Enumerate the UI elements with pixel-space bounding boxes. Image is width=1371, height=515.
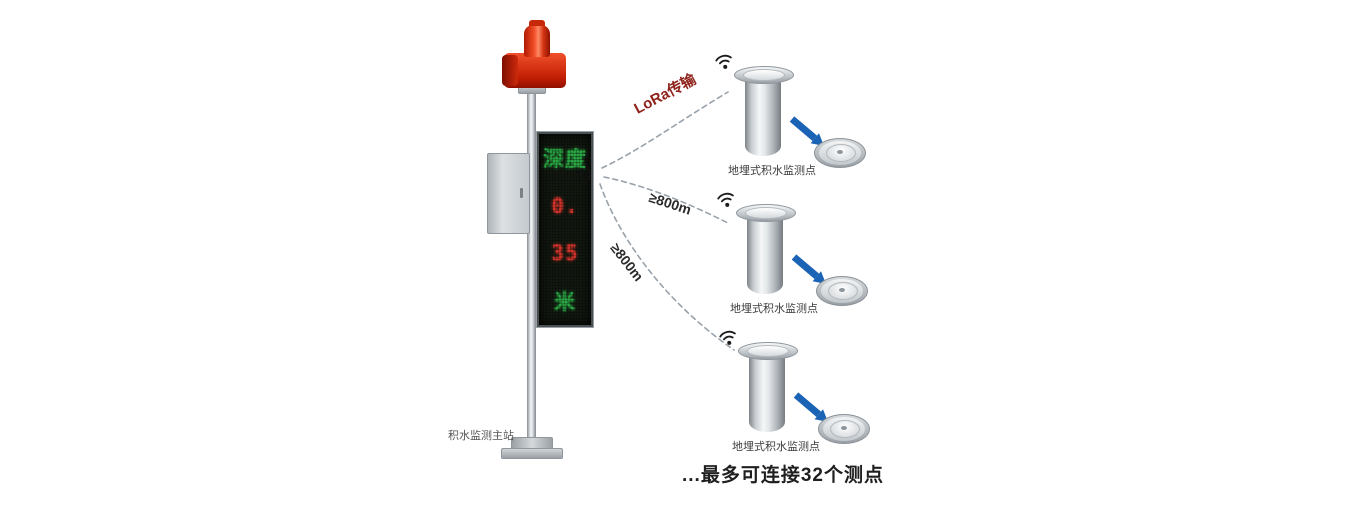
sensor-disc-top-view: [818, 414, 870, 444]
main-station-label: 积水监测主站: [448, 430, 514, 442]
sensor-disc-top-view: [814, 138, 866, 168]
wifi-signal-icon: [710, 50, 737, 73]
led-display-row: 米: [554, 290, 576, 315]
radio-emit-icon: [572, 160, 600, 188]
wifi-signal-icon: [714, 326, 741, 349]
led-display-row: 深度: [543, 146, 587, 171]
led-display: 深度 0. 35 米: [536, 131, 594, 328]
buried-sensor-label: 地埋式积水监测点: [730, 303, 818, 315]
disc-center-dot: [837, 150, 843, 154]
buried-sensor-label: 地埋式积水监测点: [732, 441, 820, 453]
led-display-row: 35: [551, 241, 579, 266]
sensor-flange: [734, 66, 794, 84]
sensor-unit-2: 地埋式积水监测点: [702, 190, 882, 322]
link-label-distance-2: ≥800m: [607, 240, 647, 285]
alarm-beacon-icon: [524, 20, 550, 57]
link-label-distance-1: ≥800m: [647, 189, 694, 218]
sensor-cylinder: [747, 216, 783, 294]
disc-center-dot: [841, 426, 847, 430]
sensor-unit-1: 地埋式积水监测点: [700, 52, 880, 184]
disc-center-dot: [839, 288, 845, 292]
station-pole: [527, 86, 536, 448]
sensor-cylinder: [749, 354, 785, 432]
alarm-horn: [502, 53, 566, 88]
sensor-flange: [736, 204, 796, 222]
station-base-plate: [501, 448, 563, 459]
footer-note: ...最多可连接32个测点: [682, 465, 884, 486]
control-box: [487, 153, 530, 234]
sensor-unit-3: 地埋式积水监测点: [704, 328, 884, 460]
sensor-disc-top-view: [816, 276, 868, 306]
link-label-lora: LoRa传输: [631, 70, 700, 118]
sensor-cylinder: [745, 78, 781, 156]
sensor-flange: [738, 342, 798, 360]
led-display-row: 0.: [551, 193, 579, 218]
buried-sensor-label: 地埋式积水监测点: [728, 165, 816, 177]
wifi-signal-icon: [712, 188, 739, 211]
